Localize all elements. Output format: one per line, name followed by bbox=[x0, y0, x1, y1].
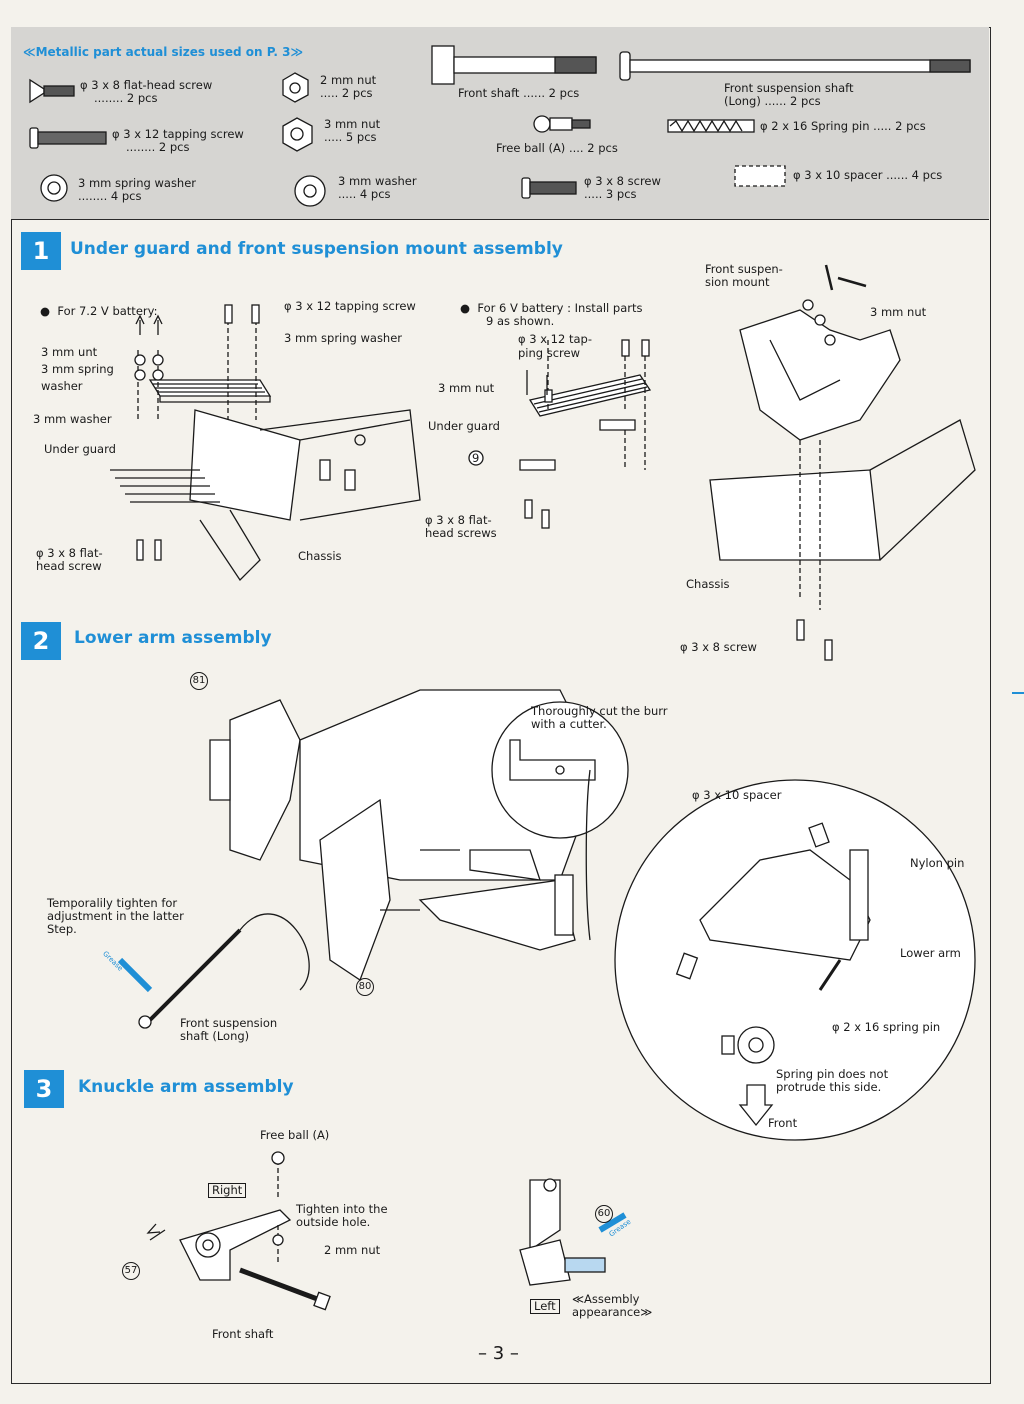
tapping-screw-icon bbox=[29, 127, 107, 149]
page-number: – 3 – bbox=[478, 1343, 519, 1364]
knuckle-arm-diagram bbox=[146, 1151, 627, 1311]
lower-arm-label: Lower arm bbox=[900, 946, 961, 960]
front-direction-label: Front bbox=[768, 1116, 798, 1130]
part-60-marker: 60 bbox=[595, 1205, 613, 1223]
part-tapping-screw: φ 3 x 12 tapping screw ........ 2 pcs bbox=[112, 127, 244, 154]
flat-head-label-2: head screw bbox=[36, 559, 102, 573]
part-spring-pin: φ 2 x 16 Spring pin ..... 2 pcs bbox=[760, 119, 926, 133]
nut-label-left: 3 mm unt bbox=[41, 345, 98, 359]
protrude-note-1: Spring pin does not bbox=[776, 1067, 889, 1081]
screw-label-r: φ 3 x 8 screw bbox=[680, 640, 757, 654]
under-guard-diagram bbox=[110, 304, 421, 582]
nut-label-mid: 3 mm nut bbox=[438, 381, 495, 395]
burr-note-2: with a cutter. bbox=[531, 717, 607, 731]
temp-tighten-2: adjustment in the latter bbox=[47, 909, 184, 923]
front-shaft-label: Front shaft bbox=[212, 1327, 274, 1341]
protrude-note-2: protrude this side. bbox=[776, 1080, 882, 1094]
step-2-title: Lower arm assembly bbox=[74, 628, 272, 648]
step-1-title: Under guard and front suspension mount a… bbox=[70, 239, 563, 259]
step-2-number: 2 bbox=[21, 622, 61, 660]
step-1-number: 1 bbox=[21, 232, 61, 270]
temp-tighten-3: Step. bbox=[47, 922, 77, 936]
under-guard-label-mid: Under guard bbox=[428, 419, 500, 433]
free-ball-label: Free ball (A) bbox=[260, 1128, 330, 1142]
nylon-pin-label: Nylon pin bbox=[910, 856, 965, 870]
part-flat-head-screw: φ 3 x 8 flat-head screw ........ 2 pcs bbox=[80, 78, 213, 105]
tap-screw-label-r1: φ 3 x 12 tap- bbox=[518, 332, 592, 346]
tighten-note-2: outside hole. bbox=[296, 1215, 371, 1229]
battery-6-note-2: 9 as shown. bbox=[486, 314, 555, 328]
part-3x8-screw: φ 3 x 8 screw ..... 3 pcs bbox=[584, 174, 661, 201]
spring-pin-label: φ 2 x 16 spring pin bbox=[832, 1020, 941, 1034]
part-3mm-washer: 3 mm washer ..... 4 pcs bbox=[338, 174, 417, 201]
spring-label-left-2: washer bbox=[41, 379, 83, 393]
tighten-note-1: Tighten into the bbox=[296, 1202, 388, 1216]
spring-washer-label: 3 mm spring washer bbox=[284, 331, 403, 345]
tapping-screw-label: φ 3 x 12 tapping screw bbox=[284, 299, 416, 313]
shaft-label-2: shaft (Long) bbox=[180, 1029, 250, 1043]
step-3-number: 3 bbox=[24, 1070, 64, 1108]
nut-label-mount: 3 mm nut bbox=[870, 305, 927, 319]
nut-2mm-label: 2 mm nut bbox=[324, 1243, 381, 1257]
flat-head-label-r2: head screws bbox=[425, 526, 497, 540]
part-3mm-nut: 3 mm nut ..... 5 pcs bbox=[324, 117, 381, 144]
mount-label-2: sion mount bbox=[705, 275, 770, 289]
battery-72-note: ● For 7.2 V battery: bbox=[40, 304, 158, 318]
flat-head-screw-icon bbox=[29, 78, 75, 104]
washer-label-left: 3 mm washer bbox=[33, 412, 112, 426]
under-guard-6v-diagram bbox=[468, 339, 652, 529]
flat-head-label-1: φ 3 x 8 flat- bbox=[36, 546, 103, 560]
suspension-mount-diagram bbox=[709, 264, 976, 661]
part-2mm-nut: 2 mm nut ..... 2 pcs bbox=[320, 73, 377, 100]
part-free-ball: Free ball (A) .... 2 pcs bbox=[496, 141, 618, 155]
flat-head-label-r1: φ 3 x 8 flat- bbox=[425, 513, 492, 527]
part-spacer: φ 3 x 10 spacer ...... 4 pcs bbox=[793, 168, 943, 182]
part-spring-washer: 3 mm spring washer ........ 4 pcs bbox=[78, 176, 197, 203]
parts-box-title: ≪Metallic part actual sizes used on P. 3… bbox=[23, 45, 304, 59]
right-tag: Right bbox=[208, 1183, 247, 1198]
part-front-shaft: Front shaft ...... 2 pcs bbox=[458, 86, 580, 100]
step-3-title: Knuckle arm assembly bbox=[78, 1077, 294, 1097]
part-9-label: 9 bbox=[472, 451, 480, 465]
appearance-note-1: ≪Assembly bbox=[572, 1292, 640, 1306]
under-guard-label: Under guard bbox=[44, 442, 116, 456]
spacer-label: φ 3 x 10 spacer bbox=[692, 788, 782, 802]
left-tag: Left bbox=[530, 1299, 560, 1314]
tap-screw-label-r2: ping screw bbox=[518, 346, 581, 360]
part-81-marker: 81 bbox=[190, 672, 208, 690]
spring-label-left: 3 mm spring bbox=[41, 362, 114, 376]
mount-label-1: Front suspen- bbox=[705, 262, 783, 276]
temp-tighten-1: Temporalily tighten for bbox=[47, 896, 178, 910]
part-80-marker: 80 bbox=[356, 978, 374, 996]
appearance-note-2: appearance≫ bbox=[572, 1305, 653, 1319]
burr-note-1: Thoroughly cut the burr bbox=[531, 704, 668, 718]
chassis-label-r: Chassis bbox=[686, 577, 730, 591]
part-57-marker: 57 bbox=[122, 1262, 140, 1280]
chassis-label: Chassis bbox=[298, 549, 342, 563]
part-front-suspension-shaft: Front suspension shaft (Long) ...... 2 p… bbox=[724, 81, 854, 108]
battery-6-note: ● For 6 V battery : Install parts bbox=[460, 301, 643, 315]
shaft-label-1: Front suspension bbox=[180, 1016, 278, 1030]
